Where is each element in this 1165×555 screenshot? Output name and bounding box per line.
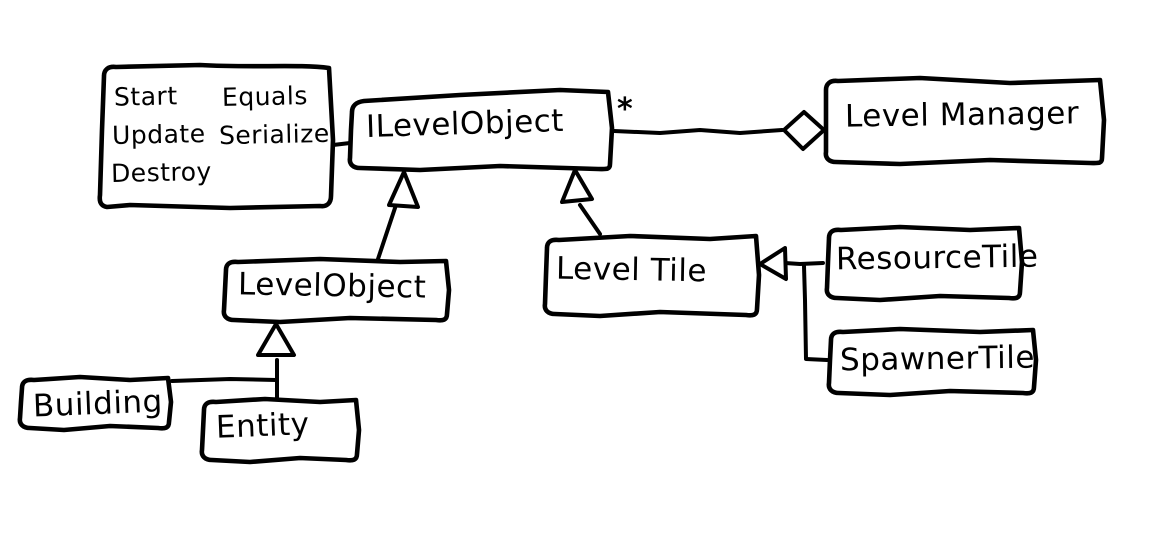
aggregation-diamond-levelmanager xyxy=(782,110,826,151)
connector-ilevelobject-to-levelmanager xyxy=(612,128,784,135)
method-label-update: Update xyxy=(111,119,206,150)
connector-methods-to-ilevelobject xyxy=(331,141,352,147)
class-box-methods[interactable] xyxy=(97,62,336,211)
connector-levelobject-to-ilevelobject xyxy=(376,203,398,261)
class-label-levelobject: LevelObject xyxy=(237,266,427,306)
class-box-leveltile[interactable] xyxy=(542,233,762,319)
class-box-ilevelobject[interactable] xyxy=(347,87,615,173)
class-label-resourcetile: ResourceTile xyxy=(835,238,1039,278)
class-label-entity: Entity xyxy=(215,406,311,446)
class-label-building: Building xyxy=(32,383,164,425)
class-box-building[interactable] xyxy=(17,374,174,433)
method-label-equals: Equals xyxy=(221,81,309,112)
class-label-levelmanager: Level Manager xyxy=(844,95,1080,135)
class-box-levelmanager[interactable] xyxy=(823,75,1107,167)
connector-resourcetile-to-leveltile xyxy=(783,261,825,266)
connector-building-to-stem xyxy=(170,377,278,383)
class-box-resourcetile[interactable] xyxy=(824,224,1025,303)
connector-spawnertile-to-leveltile xyxy=(802,264,829,362)
realization-triangle-leveltile xyxy=(560,168,594,204)
multiplicity-star-label: * xyxy=(617,92,634,127)
connector-leveltile-to-ilevelobject xyxy=(578,203,602,236)
class-label-spawnertile: SpawnerTile xyxy=(839,339,1036,379)
class-box-spawnertile[interactable] xyxy=(826,326,1039,398)
method-label-destroy: Destroy xyxy=(110,156,213,189)
class-box-levelobject[interactable] xyxy=(221,256,452,325)
inheritance-triangle-leveltile-right xyxy=(758,246,788,281)
method-label-start: Start xyxy=(113,81,178,112)
class-box-entity[interactable] xyxy=(199,396,362,465)
class-label-ilevelobject: ILevelObject xyxy=(365,102,565,146)
inheritance-triangle-levelobject xyxy=(256,322,296,357)
class-label-leveltile: Level Tile xyxy=(555,250,708,290)
method-label-serialize: Serialize xyxy=(218,118,330,151)
realization-triangle-levelobject xyxy=(387,170,420,209)
